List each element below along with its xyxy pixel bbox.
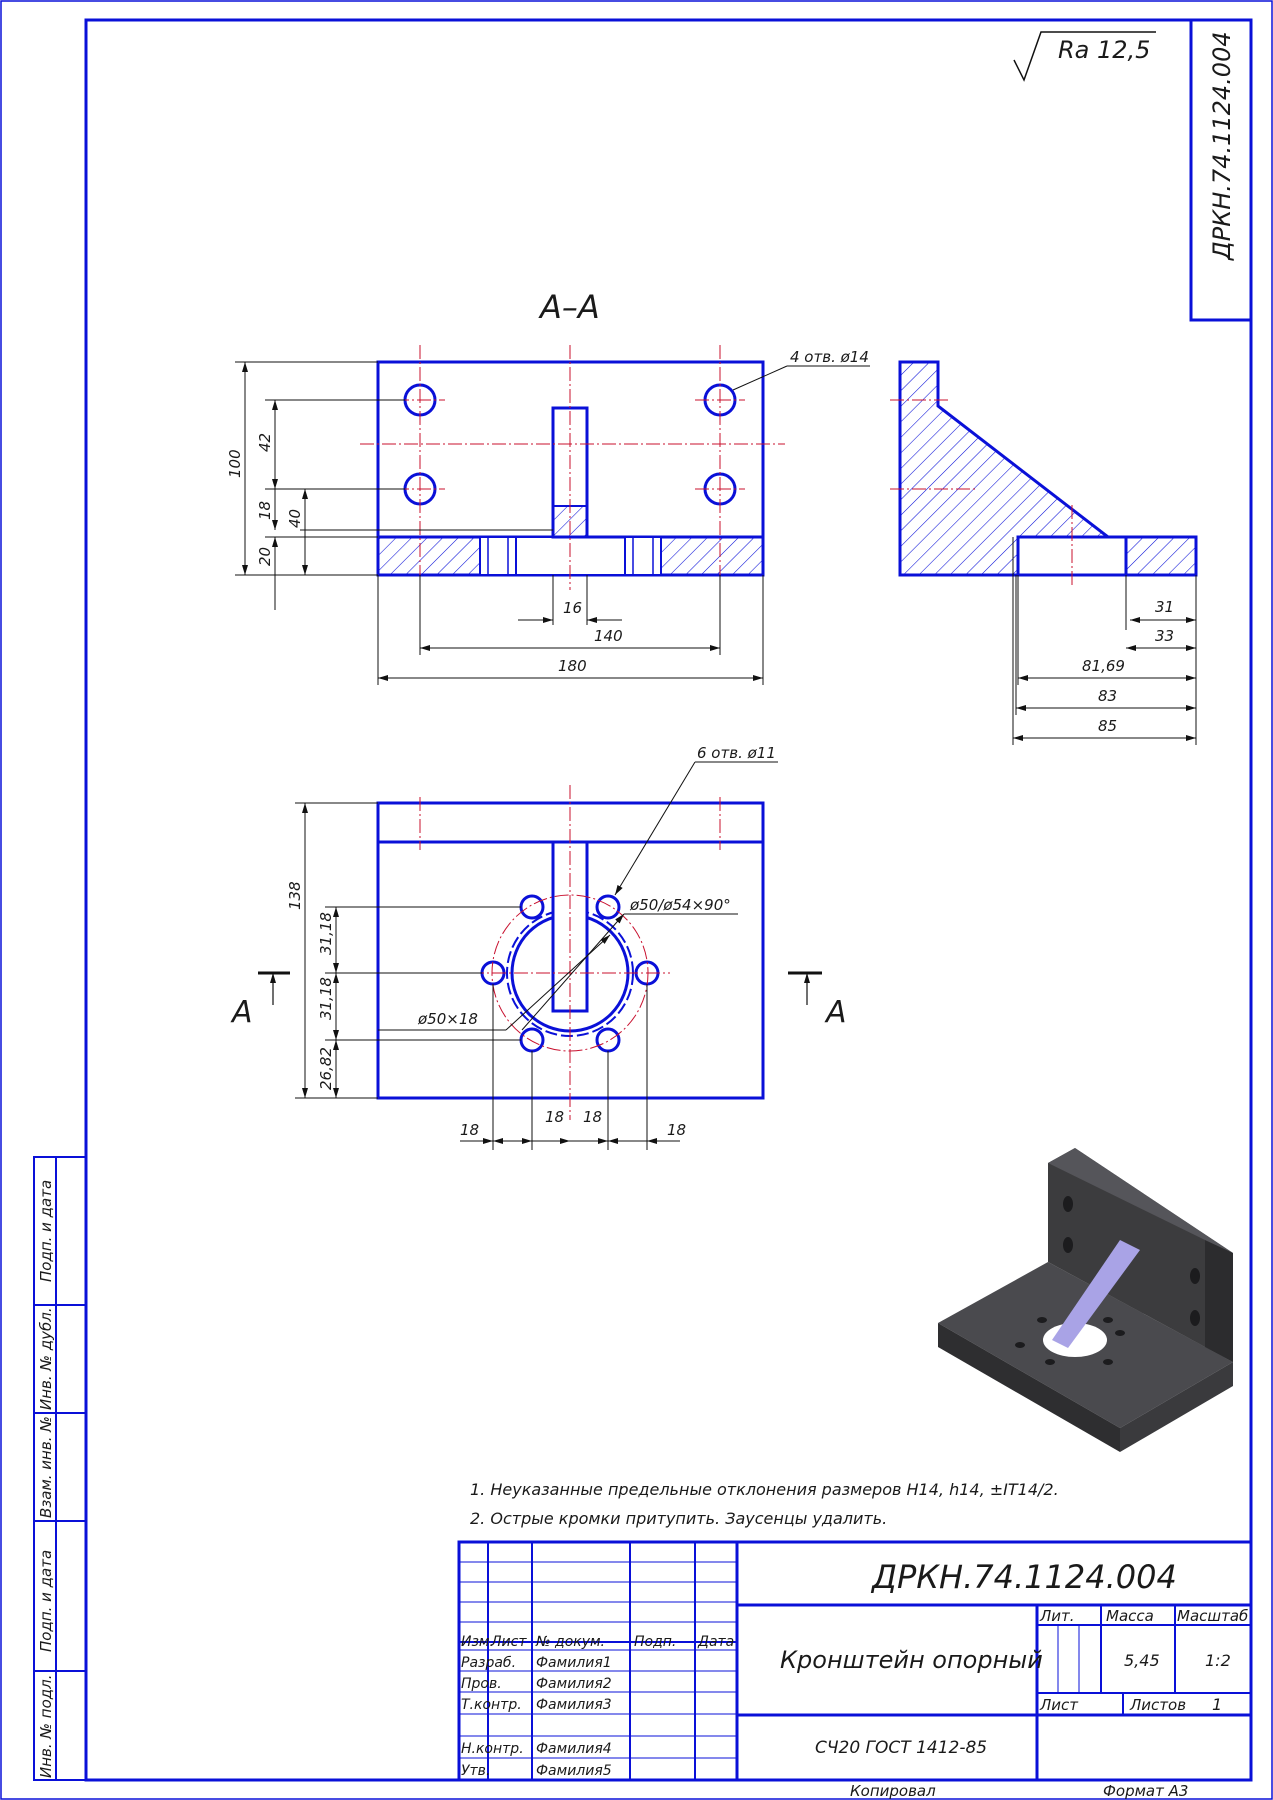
dim-18-a: 18	[460, 1121, 479, 1139]
col-header-doc: № докум.	[535, 1634, 605, 1650]
side-label-1: Подп. и дата	[37, 1180, 55, 1282]
format-label: Формат А3	[1103, 1782, 1188, 1800]
callout-6-holes: 6 отв. ø11	[697, 744, 776, 762]
scale-value: 1:2	[1205, 1651, 1231, 1670]
side-label-4: Подп. и дата	[37, 1550, 55, 1652]
section-mark-left: А	[230, 995, 253, 1030]
side-stamp	[33, 1156, 87, 1781]
dim-85: 85	[1098, 717, 1117, 735]
section-mark-right: А	[824, 995, 847, 1030]
dim-140: 140	[594, 627, 623, 645]
mass-label: Масса	[1106, 1607, 1154, 1625]
callout-4-holes: 4 отв. ø14	[790, 348, 869, 366]
role-1: Разраб.	[461, 1655, 516, 1671]
rotated-code-box: ДРКН.74.1124.004	[1189, 18, 1253, 322]
section-view: А–А	[226, 288, 870, 685]
title-block-text: ДРКН.74.1124.004 Кронштейн опорный СЧ20 …	[461, 1558, 1248, 1779]
sheets-label: Листов	[1129, 1696, 1186, 1714]
note-1: 1. Неуказанные предельные отклонения раз…	[470, 1480, 1059, 1499]
dim-31-18-a: 31,18	[317, 912, 335, 955]
roughness-sign: Ra 12,5	[1013, 31, 1156, 82]
callout-chamfer: ø50/ø54×90°	[629, 896, 731, 914]
title-block	[457, 1540, 1253, 1782]
side-stamp-labels: Подп. и дата Инв. № дубл. Взам. инв. № П…	[37, 1180, 55, 1778]
col-header-list: Лист	[490, 1634, 527, 1650]
role-3: Т.контр.	[461, 1697, 522, 1713]
dim-100: 100	[226, 449, 244, 478]
side-label-5: Инв. № подл.	[37, 1675, 55, 1778]
copied-by-label: Копировал	[850, 1782, 936, 1800]
dim-18-c: 18	[583, 1108, 602, 1126]
dim-31-18-b: 31,18	[317, 977, 335, 1020]
dim-40: 40	[286, 509, 304, 528]
sheet-label: Лист	[1039, 1696, 1079, 1714]
callout-bore: ø50×18	[417, 1010, 478, 1028]
mass-value: 5,45	[1124, 1651, 1160, 1670]
name-3: Фамилия3	[536, 1697, 612, 1713]
dim-18: 18	[256, 501, 274, 520]
sheets-total: 1	[1212, 1695, 1222, 1714]
doc-title: Кронштейн опорный	[780, 1646, 1043, 1674]
dim-180: 180	[558, 657, 587, 675]
scale-label: Масштаб	[1177, 1607, 1248, 1625]
name-5: Фамилия4	[536, 1741, 612, 1757]
dim-26-82: 26,82	[317, 1047, 335, 1090]
dim-42: 42	[256, 433, 274, 452]
side-label-3: Взам. инв. №	[37, 1416, 55, 1518]
doc-code: ДРКН.74.1124.004	[870, 1558, 1177, 1596]
plan-view: А А 6 отв. ø11 ø50/ø54×90° ø50×18 13	[230, 744, 847, 1150]
role-2: Пров.	[461, 1676, 502, 1692]
col-header-sign: Подп.	[634, 1634, 676, 1650]
lit-label: Лит.	[1039, 1607, 1075, 1625]
roughness-value: Ra 12,5	[1058, 36, 1150, 64]
dim-81-69: 81,69	[1082, 657, 1125, 675]
role-6: Утв.	[461, 1763, 490, 1779]
dim-31: 31	[1155, 598, 1174, 616]
dim-33: 33	[1155, 627, 1174, 645]
col-header-date: Дата	[697, 1634, 734, 1650]
doc-material: СЧ20 ГОСТ 1412-85	[815, 1738, 987, 1758]
role-5: Н.контр.	[461, 1741, 524, 1757]
name-2: Фамилия2	[536, 1676, 612, 1692]
dim-138: 138	[286, 881, 304, 910]
section-title: А–А	[538, 288, 600, 326]
side-view: 31 33 81,69 83 85	[890, 360, 1198, 745]
dim-16: 16	[563, 599, 582, 617]
dim-20: 20	[256, 547, 274, 566]
dim-18-d: 18	[667, 1121, 686, 1139]
dim-18-b: 18	[545, 1108, 564, 1126]
name-1: Фамилия1	[536, 1655, 612, 1671]
model-3d	[938, 1148, 1233, 1452]
col-header-izm: Изм.	[461, 1634, 494, 1650]
technical-notes: 1. Неуказанные предельные отклонения раз…	[470, 1480, 1059, 1528]
dim-83: 83	[1098, 687, 1117, 705]
note-2: 2. Острые кромки притупить. Заусенцы уда…	[470, 1509, 887, 1528]
side-label-2: Инв. № дубл.	[37, 1307, 55, 1410]
name-6: Фамилия5	[536, 1763, 612, 1779]
rotated-code: ДРКН.74.1124.004	[1208, 31, 1236, 261]
